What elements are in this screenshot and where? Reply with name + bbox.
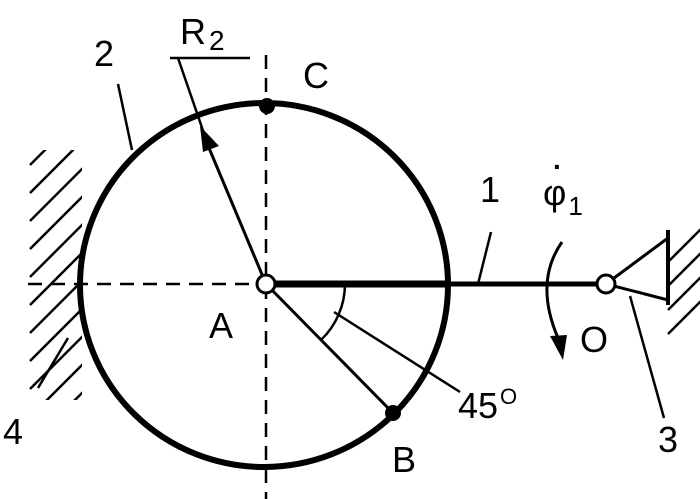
joint-o — [595, 273, 617, 295]
part-2-leader — [116, 83, 134, 151]
joint-a — [255, 273, 277, 295]
wall-4 — [29, 150, 82, 400]
point-b-marker — [385, 405, 401, 421]
point-c-marker — [259, 98, 275, 114]
point-c-label: C — [303, 55, 329, 96]
point-o-label: O — [580, 319, 608, 360]
line-a-b — [264, 282, 395, 415]
part-3-label: 3 — [658, 419, 678, 460]
part-4-leader — [36, 337, 70, 389]
angular-velocity-label: φ1 — [543, 172, 583, 221]
angular-velocity-arrowhead — [550, 335, 567, 360]
angular-velocity-dot: · — [553, 151, 562, 182]
part-2-label: 2 — [94, 33, 114, 74]
radius-leader — [176, 57, 211, 149]
point-a-label: A — [209, 305, 233, 346]
point-b-label: B — [392, 439, 416, 480]
part-3-leader — [628, 295, 666, 419]
part-1-label: 1 — [480, 169, 500, 210]
part-4-label: 4 — [3, 411, 23, 452]
support-3 — [605, 228, 700, 335]
angle-leader — [333, 310, 461, 394]
radius-arrow — [207, 147, 268, 285]
angular-velocity-arrow — [545, 241, 564, 339]
angle-label: 45O — [458, 384, 517, 426]
part-1-leader — [476, 231, 493, 285]
angle-arc — [320, 283, 347, 341]
